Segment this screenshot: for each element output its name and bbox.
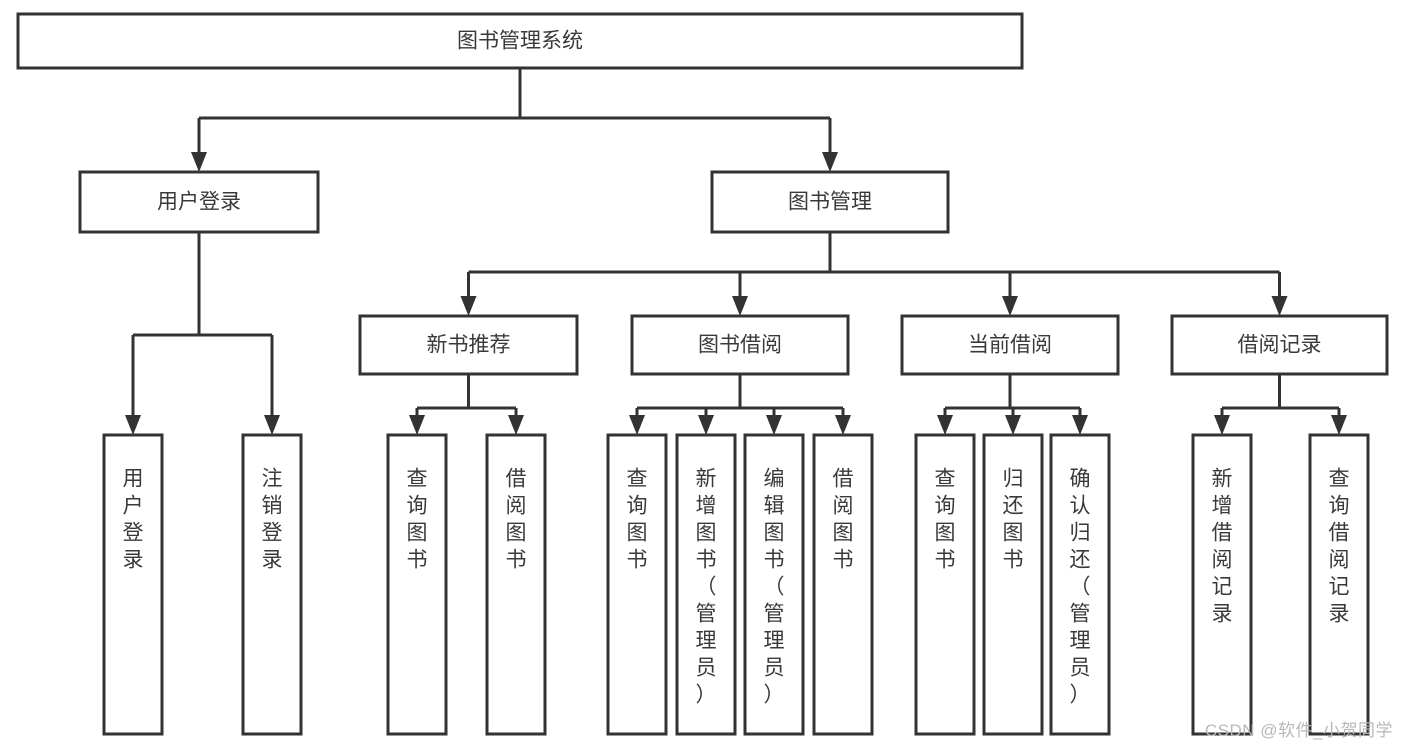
node-box[interactable]	[900, 314, 1120, 376]
node-box[interactable]	[675, 433, 737, 736]
node-leaf-query-book-1[interactable]: 查询图书	[386, 433, 448, 736]
arrow-head-icon	[125, 415, 141, 435]
node-leaf-query-book-3[interactable]: 查询图书	[914, 433, 976, 736]
node-label: 确认归还（管理员）	[1070, 467, 1091, 706]
node-leaf-borrow-book-2[interactable]: 借阅图书	[812, 433, 874, 736]
connector-group	[937, 374, 1088, 435]
node-label: 用户登录	[157, 191, 241, 214]
connector-group	[191, 68, 838, 172]
connector-group	[409, 374, 524, 435]
node-new-book-rec[interactable]: 新书推荐	[358, 314, 579, 376]
node-box[interactable]	[16, 12, 1024, 70]
node-box[interactable]	[78, 170, 320, 234]
node-layer: 图书管理系统用户登录图书管理新书推荐图书借阅当前借阅借阅记录用户登录注销登录查询…	[16, 12, 1389, 736]
node-box[interactable]	[485, 433, 547, 736]
node-label: 注销登录	[262, 467, 283, 571]
node-label: 用户登录	[123, 467, 144, 571]
node-leaf-query-record[interactable]: 查询借阅记录	[1308, 433, 1370, 736]
node-box[interactable]	[241, 433, 303, 736]
arrow-head-icon	[937, 415, 953, 435]
node-box[interactable]	[102, 433, 164, 736]
arrow-head-icon	[1072, 415, 1088, 435]
arrow-head-icon	[1271, 296, 1288, 316]
arrow-head-icon	[822, 152, 838, 172]
arrow-head-icon	[264, 415, 280, 435]
node-box[interactable]	[606, 433, 668, 736]
node-borrow-record[interactable]: 借阅记录	[1170, 314, 1389, 376]
node-label: 图书借阅	[698, 334, 782, 357]
node-label: 查询借阅记录	[1329, 467, 1350, 625]
node-box[interactable]	[812, 433, 874, 736]
node-current-borrow[interactable]: 当前借阅	[900, 314, 1120, 376]
arrow-head-icon	[835, 415, 851, 435]
connector-group	[1214, 374, 1347, 435]
node-leaf-user-login[interactable]: 用户登录	[102, 433, 164, 736]
node-label: 新增借阅记录	[1212, 467, 1233, 625]
arrow-head-icon	[698, 415, 714, 435]
node-box[interactable]	[1170, 314, 1389, 376]
node-root[interactable]: 图书管理系统	[16, 12, 1024, 70]
node-book-manage[interactable]: 图书管理	[710, 170, 950, 234]
arrow-head-icon	[1005, 415, 1021, 435]
watermark-text: CSDN @软件_小贺同学	[1204, 721, 1393, 740]
arrow-head-icon	[1214, 415, 1230, 435]
node-leaf-add-record[interactable]: 新增借阅记录	[1191, 433, 1253, 736]
node-label: 图书管理系统	[457, 30, 583, 53]
node-label: 借阅图书	[833, 467, 854, 571]
node-box[interactable]	[630, 314, 850, 376]
node-user-login[interactable]: 用户登录	[78, 170, 320, 234]
node-label: 编辑图书（管理员）	[764, 467, 785, 706]
arrow-head-icon	[460, 296, 477, 316]
arrow-head-icon	[508, 415, 524, 435]
connector-group	[629, 374, 851, 435]
node-box[interactable]	[386, 433, 448, 736]
arrow-head-icon	[766, 415, 782, 435]
arrow-head-icon	[732, 296, 748, 316]
node-label: 借阅图书	[506, 467, 527, 571]
node-leaf-borrow-book-1[interactable]: 借阅图书	[485, 433, 547, 736]
node-leaf-return-book[interactable]: 归还图书	[982, 433, 1044, 736]
node-label: 图书管理	[788, 191, 872, 214]
node-box[interactable]	[982, 433, 1044, 736]
node-label: 借阅记录	[1238, 334, 1322, 357]
connector-group	[460, 232, 1288, 316]
node-label: 新书推荐	[427, 334, 511, 357]
node-label: 新增图书（管理员）	[696, 467, 717, 706]
node-leaf-confirm-return[interactable]: 确认归还（管理员）	[1049, 433, 1111, 736]
node-box[interactable]	[710, 170, 950, 234]
arrow-head-icon	[1331, 415, 1347, 435]
node-box[interactable]	[358, 314, 579, 376]
node-leaf-logout[interactable]: 注销登录	[241, 433, 303, 736]
node-label: 查询图书	[627, 467, 648, 571]
node-box[interactable]	[1049, 433, 1111, 736]
arrow-head-icon	[1002, 296, 1018, 316]
node-book-borrow[interactable]: 图书借阅	[630, 314, 850, 376]
node-box[interactable]	[914, 433, 976, 736]
node-box[interactable]	[1191, 433, 1253, 736]
node-label: 查询图书	[935, 467, 956, 571]
arrow-head-icon	[191, 152, 207, 172]
node-leaf-query-book-2[interactable]: 查询图书	[606, 433, 668, 736]
connector-group	[125, 232, 280, 435]
arrow-head-icon	[629, 415, 645, 435]
node-leaf-edit-book[interactable]: 编辑图书（管理员）	[743, 433, 805, 736]
arrow-head-icon	[409, 415, 425, 435]
node-box[interactable]	[1308, 433, 1370, 736]
node-box[interactable]	[743, 433, 805, 736]
connector-layer	[125, 68, 1347, 435]
node-label: 当前借阅	[968, 334, 1052, 357]
node-leaf-add-book[interactable]: 新增图书（管理员）	[675, 433, 737, 736]
node-label: 查询图书	[407, 467, 428, 571]
node-label: 归还图书	[1003, 467, 1024, 571]
